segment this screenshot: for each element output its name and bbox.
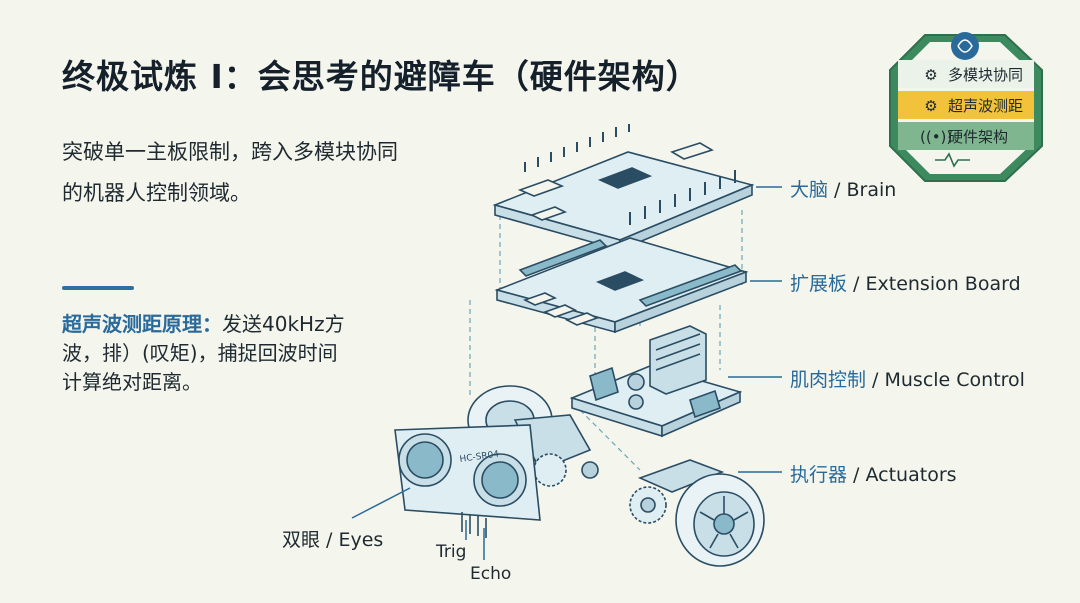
intro-line-1: 突破单一主板限制，跨入多模块协同 — [62, 140, 398, 164]
extension-board — [494, 237, 749, 334]
callout-muscle-cn: 肌肉控制 — [790, 369, 867, 391]
callout-brain-cn: 大脑 — [790, 179, 829, 201]
callout-muscle-en: / Muscle Control — [866, 369, 1025, 391]
badge-row-hardware: ((•)) 硬件架构 — [920, 123, 1036, 150]
callout-brain-en: / Brain — [828, 179, 897, 201]
principle-text-3: 计算绝对距离。 — [62, 370, 202, 394]
callout-actuators: 执行器 / Actuators — [790, 460, 957, 487]
label-echo: Echo — [470, 564, 512, 584]
brain-board — [492, 142, 755, 252]
badge-label: 硬件架构 — [948, 128, 1009, 146]
callout-eyes: 双眼 / Eyes — [282, 529, 384, 551]
feature-badge — [889, 32, 1043, 182]
callout-extension-cn: 扩展板 — [790, 273, 848, 295]
intro-line-2: 的机器人控制领域。 — [62, 181, 251, 205]
signal-icon: ((•)) — [920, 127, 953, 146]
gears-icon: ⚙ — [924, 65, 938, 84]
callout-leaders — [351, 186, 782, 560]
callout-muscle: 肌肉控制 / Muscle Control — [790, 365, 1025, 392]
principle-text: 超声波测距原理：发送40kHz方 波，排）(叹矩)，捕捉回波时间 计算绝对距离。 — [62, 310, 422, 397]
badge-label: 多模块协同 — [948, 66, 1024, 84]
intro-text: 突破单一主板限制，跨入多模块协同 的机器人控制领域。 — [62, 132, 482, 214]
section-divider — [62, 286, 134, 290]
motor-driver-board — [569, 325, 743, 438]
badge-label: 超声波测距 — [948, 97, 1024, 115]
brain-headers — [524, 124, 736, 225]
principle-label: 超声波测距原理： — [62, 312, 222, 336]
badge-row-ultrasonic: ⚙ 超声波测距 — [920, 92, 1036, 119]
callout-actuators-cn: 执行器 — [790, 464, 848, 486]
gear-icon: ⚙ — [924, 96, 938, 115]
callout-extension: 扩展板 / Extension Board — [790, 269, 1021, 296]
badge-row-multi-module: ⚙ 多模块协同 — [920, 61, 1036, 88]
page-title: 终极试炼 I：会思考的避障车（硬件架构） — [62, 57, 700, 96]
actuator-assembly — [629, 459, 765, 567]
callout-extension-en: / Extension Board — [847, 273, 1021, 295]
principle-text-2: 波，排）(叹矩)，捕捉回波时间 — [62, 341, 338, 365]
callout-actuators-en: / Actuators — [847, 464, 957, 486]
label-trig: Trig — [436, 542, 467, 562]
ultrasonic-assembly — [394, 385, 599, 538]
callout-brain: 大脑 / Brain — [790, 175, 896, 202]
principle-text-1: 发送40kHz方 — [222, 312, 345, 336]
